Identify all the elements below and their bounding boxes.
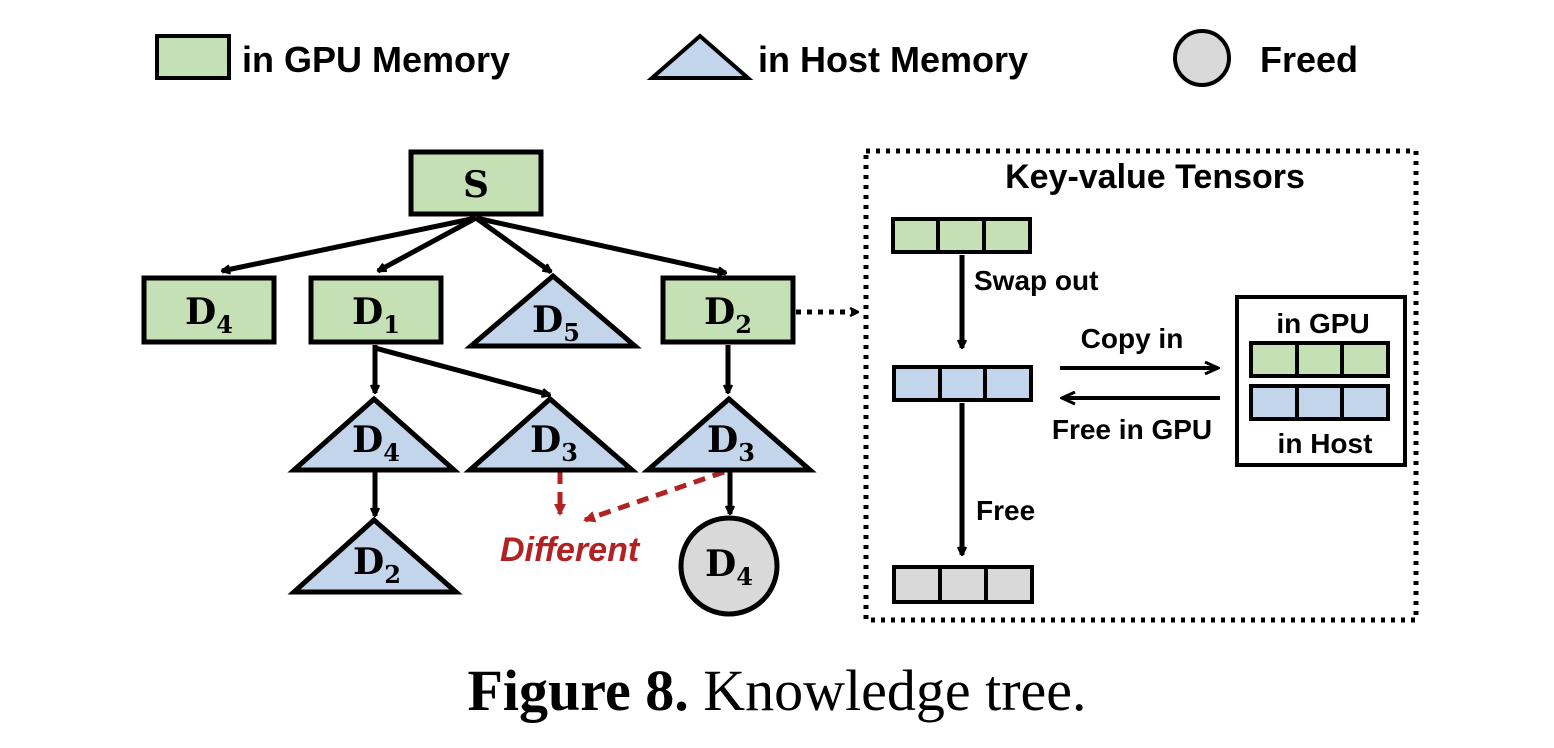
tree-node-l2-d3-left: D3 xyxy=(463,395,639,473)
node-label-sub: 5 xyxy=(563,318,580,347)
tree-node-root: S xyxy=(408,149,544,217)
tree-node-l1-d1: D1 xyxy=(308,275,444,345)
node-label-sub: 2 xyxy=(384,560,401,589)
node-label-sub: 4 xyxy=(383,438,400,467)
in-gpu-label: in GPU xyxy=(1276,308,1369,339)
node-label-sub: 4 xyxy=(216,310,233,339)
node-label-base: D xyxy=(705,543,736,585)
legend-gpu-swatch xyxy=(155,34,231,80)
node-label-base: D xyxy=(353,541,384,583)
node-label-base: D xyxy=(532,299,563,341)
svg-text:D3: D3 xyxy=(707,419,755,467)
node-label-base: D xyxy=(707,419,738,461)
node-label-sub: 3 xyxy=(738,438,755,467)
box-tensor-host xyxy=(1249,384,1390,421)
different-arrows xyxy=(554,469,725,523)
legend-host-label: in Host Memory xyxy=(758,39,1028,80)
in-host-label: in Host xyxy=(1278,428,1373,459)
tree-node-root-label: S xyxy=(463,164,489,206)
tree-edges xyxy=(222,215,730,516)
edge-s-d4 xyxy=(222,215,477,271)
tree-node-l1-d4: D4 xyxy=(141,275,277,345)
kv-tensor-gpu xyxy=(891,217,1032,254)
copy-in-label: Copy in xyxy=(1081,323,1184,354)
node-label-base: D xyxy=(185,291,216,333)
svg-text:D4: D4 xyxy=(352,419,400,467)
node-label-sub: 4 xyxy=(736,562,753,591)
edge-s-d5 xyxy=(474,215,551,275)
tree-node-l1-d5: D5 xyxy=(464,272,642,349)
free-in-gpu-label: Free in GPU xyxy=(1052,414,1212,445)
node-label-sub: 1 xyxy=(383,310,400,339)
kv-tensor-host xyxy=(892,365,1033,402)
svg-text:D3: D3 xyxy=(530,419,578,467)
gpu-host-box: in GPU in Host xyxy=(1235,295,1407,467)
tree-node-l2-d4: D4 xyxy=(287,395,461,473)
tree-node-l1-d2: D2 xyxy=(660,275,796,345)
node-label-sub: 2 xyxy=(735,310,752,339)
edge-s-d1 xyxy=(378,215,478,274)
caption-prefix: Figure 8. xyxy=(467,658,688,723)
tree-node-l2-d3-right: D3 xyxy=(641,395,817,473)
swap-out-label: Swap out xyxy=(974,265,1098,296)
node-label-base: D xyxy=(352,291,383,333)
edge-s-d2 xyxy=(475,215,726,273)
svg-text:D1: D1 xyxy=(352,291,400,339)
caption-text-spacer xyxy=(689,658,704,723)
kv-panel-border xyxy=(863,148,1419,623)
node-label-base: D xyxy=(530,419,561,461)
svg-text:D2: D2 xyxy=(353,541,401,589)
tree-node-l3-d2: D2 xyxy=(287,516,463,595)
edge-d1-d3 xyxy=(374,345,550,395)
legend: in GPU Memory in Host Memory Freed xyxy=(155,29,1358,87)
box-tensor-gpu xyxy=(1249,341,1390,378)
legend-host-swatch xyxy=(646,33,754,80)
legend-freed-swatch xyxy=(1173,29,1231,87)
svg-text:D2: D2 xyxy=(704,291,752,339)
caption-text: Knowledge tree. xyxy=(703,658,1086,723)
kv-panel: Key-value Tensors Swap out Free Copy in … xyxy=(863,148,1419,623)
different-arrow-right xyxy=(583,469,725,523)
svg-text:D4: D4 xyxy=(185,291,233,339)
kv-tensor-freed xyxy=(892,565,1034,604)
svg-text:D4: D4 xyxy=(705,543,753,591)
legend-gpu-label: in GPU Memory xyxy=(242,39,510,80)
legend-freed-label: Freed xyxy=(1260,39,1358,80)
tree-node-l3-d4-freed: D4 xyxy=(678,515,780,617)
node-label-base: D xyxy=(704,291,735,333)
kv-panel-title: Key-value Tensors xyxy=(1005,158,1305,196)
svg-text:D5: D5 xyxy=(532,299,580,347)
free-label: Free xyxy=(976,495,1035,526)
figure-caption: Figure 8. Knowledge tree. xyxy=(467,658,1086,723)
different-label: Different xyxy=(500,531,641,569)
node-label-sub: 3 xyxy=(561,438,578,467)
node-label-base: D xyxy=(352,419,383,461)
